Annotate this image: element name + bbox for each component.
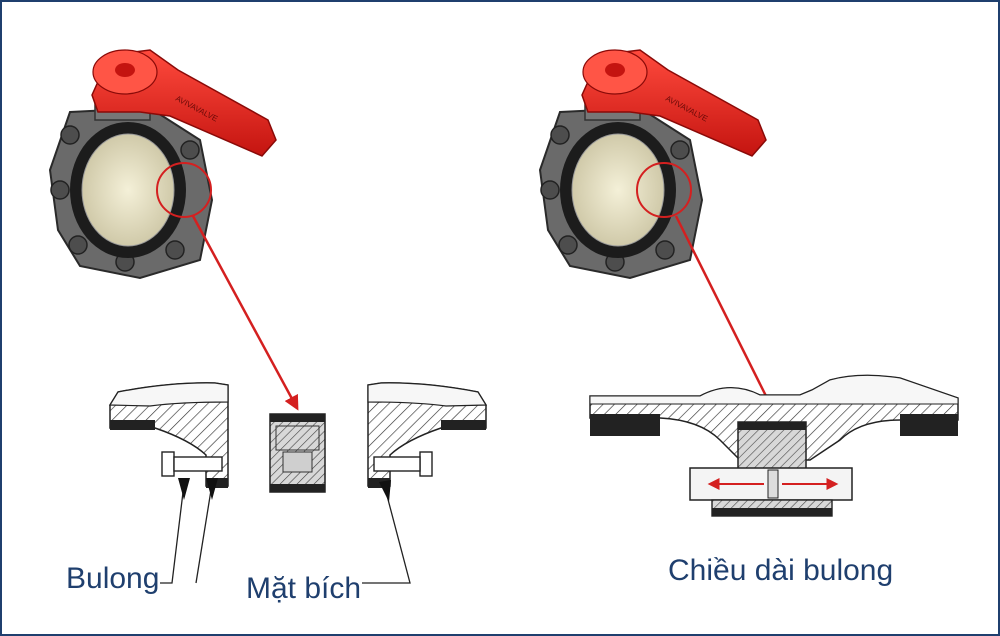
left-flange-section: [108, 382, 229, 488]
right-valve-illustration: AVIVAVALVE: [538, 49, 777, 417]
label-bolt: Bulong: [66, 562, 160, 595]
callout-arrow-right: [674, 215, 777, 417]
assembled-section: [589, 374, 959, 517]
label-flange: Mặt bích: [246, 572, 362, 605]
bolt-right: [373, 451, 433, 477]
bolt-left: [161, 451, 223, 477]
right-flange-section: [367, 382, 488, 488]
callout-circle-left: [156, 162, 212, 218]
left-valve-illustration: AVIVAVALVE: [48, 49, 299, 411]
middle-seat-section: [269, 413, 326, 493]
callout-arrow-left: [191, 215, 299, 411]
label-bolt-length: Chiều dài bulong: [668, 554, 894, 587]
label-leaders: [160, 483, 411, 584]
callout-circle-right: [636, 162, 692, 218]
leader-arrowheads: [178, 478, 391, 502]
